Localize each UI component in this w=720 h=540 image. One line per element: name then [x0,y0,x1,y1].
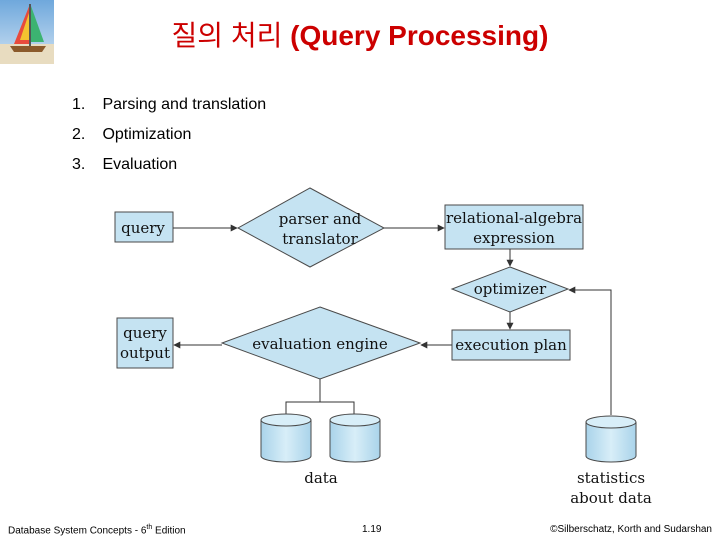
ra-label-line1: relational-algebra [446,209,582,227]
optimizer-label: optimizer [474,280,547,298]
output-label-line1: query [123,324,167,342]
step-number: 3. [72,156,86,173]
parser-diamond [236,187,386,268]
query-label: query [121,219,165,237]
title-english: (Query Processing) [290,20,549,51]
database-cylinder [260,413,312,463]
query-box [114,211,174,243]
ra-expression-box [444,204,584,250]
statistics-label-line2: about data [570,489,652,507]
engine-to-data-connector [285,379,321,414]
footer-left-suffix: Edition [152,525,186,537]
step-text: Parsing and translation [102,96,267,113]
list-item: 2. Optimization [72,122,266,152]
slide-title: 질의 처리 (Query Processing) [0,14,720,54]
arrow-statistics-to-optimizer [568,286,612,415]
statistics-label-line1: statistics [577,469,645,487]
data-label: data [304,469,338,487]
execution-plan-box [451,329,571,361]
parser-label-line1: parser and [279,210,362,228]
parser-label-line2: translator [282,230,358,248]
sailboat-logo [0,0,54,64]
ra-label-line2: expression [473,229,555,247]
evaluation-engine-label: evaluation engine [252,335,388,353]
step-number: 2. [72,126,86,143]
statistics-cylinder [585,415,637,463]
footer-copyright: ©Silberschatz, Korth and Sudarshan [550,524,712,535]
query-output-box [116,317,174,369]
step-text: Evaluation [102,156,178,173]
execution-plan-label: execution plan [455,336,567,354]
footer-left-sup: th [146,524,153,531]
title-korean: 질의 처리 [171,20,283,51]
step-number: 1. [72,96,86,113]
step-text: Optimization [102,126,192,143]
list-item: 1. Parsing and translation [72,92,266,122]
footer-left-prefix: Database System Concepts - 6 [8,525,147,537]
list-item: 3. Evaluation [72,152,266,182]
engine-to-data-connector-2 [320,401,355,414]
footer-book-title: Database System Concepts - 6th Edition [8,524,186,536]
footer-page-number: 1.19 [362,524,382,535]
steps-list: 1. Parsing and translation 2. Optimizati… [72,92,266,182]
database-cylinder [329,413,381,463]
output-label-line2: output [120,344,170,362]
